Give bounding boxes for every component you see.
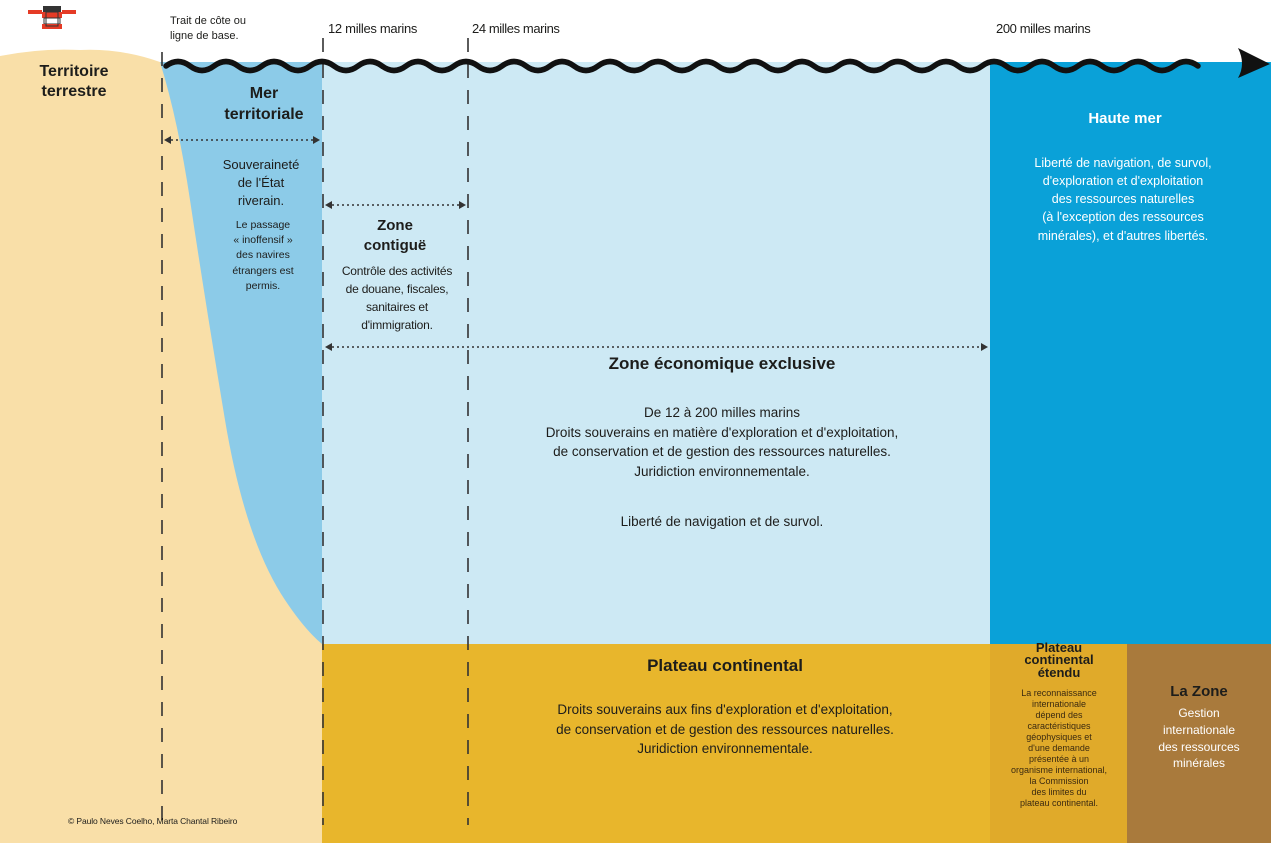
sea-surface-wave [163,58,1201,74]
eez-freedom: Liberté de navigation et de survol. [620,514,824,529]
territorial-sea-body: Souveraineté de l'État riverain. [222,157,300,208]
land-title: Territoire terrestre [39,63,109,100]
extended-shelf-body: La reconnaissance internationale dépend … [1010,688,1108,808]
range-arrows [166,139,986,348]
land-mass [0,49,322,843]
lighthouse-icon [28,6,76,29]
extended-shelf-title: Plateau continental étendu [1024,640,1094,680]
credit-line: © Paulo Neves Coelho, Marta Chantal Ribe… [68,816,238,826]
marker-12nm-label: 12 milles marins [328,21,418,36]
continental-shelf-floor [322,644,990,843]
territorial-sea-note: Le passage « inoffensif » des navires ét… [232,219,294,292]
eez-title: Zone économique exclusive [608,354,836,373]
extended-shelf-floor [990,644,1127,843]
continental-shelf-title: Plateau continental [647,656,803,675]
continental-shelf-body: Droits souverains aux fins d'exploration… [556,702,894,757]
the-area-title: La Zone [1170,683,1228,700]
marker-24nm-label: 24 milles marins [472,21,560,36]
the-area-body: Gestion internationale des ressources mi… [1158,706,1240,771]
contiguous-zone-title: Zone contiguë [363,217,427,254]
high-seas-water [990,62,1271,644]
the-area-floor [1127,644,1271,843]
contiguous-zone-body: Contrôle des activités de douane, fiscal… [341,264,453,332]
marker-200nm-label: 200 milles marins [996,21,1091,36]
range-arrowheads [164,136,988,351]
high-seas-body: Liberté de navigation, de survol, d'expl… [1034,156,1212,243]
eez-body: De 12 à 200 milles marins Droits souvera… [545,405,899,479]
high-seas-title: Haute mer [1088,110,1162,127]
baseline-marker-label: Trait de côte ou ligne de base. [170,15,247,42]
territorial-sea-title: Mer territoriale [224,85,304,123]
arrow-head-icon [1238,48,1270,78]
